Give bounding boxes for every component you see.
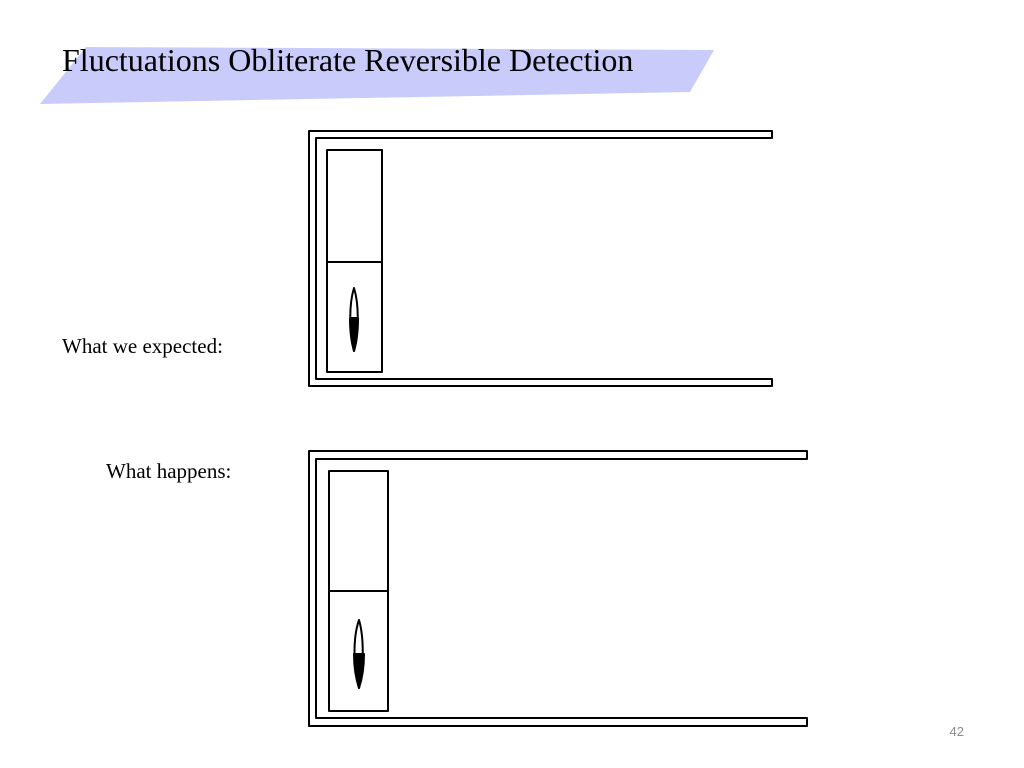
u-channel-outer [308,450,808,727]
label-what-we-expected: What we expected: [62,334,223,358]
page-number: 42 [949,724,964,739]
diagram-expected [308,130,773,387]
detector-needle-icon [353,619,365,689]
detector-needle-icon [349,287,359,352]
label-what-happens: What happens: [106,459,232,483]
slide-title: Fluctuations Obliterate Reversible Detec… [62,42,634,78]
u-channel-outer [308,130,773,387]
title-banner [40,47,714,104]
diagram-happens [308,450,808,727]
title-banner-shape [40,47,714,104]
